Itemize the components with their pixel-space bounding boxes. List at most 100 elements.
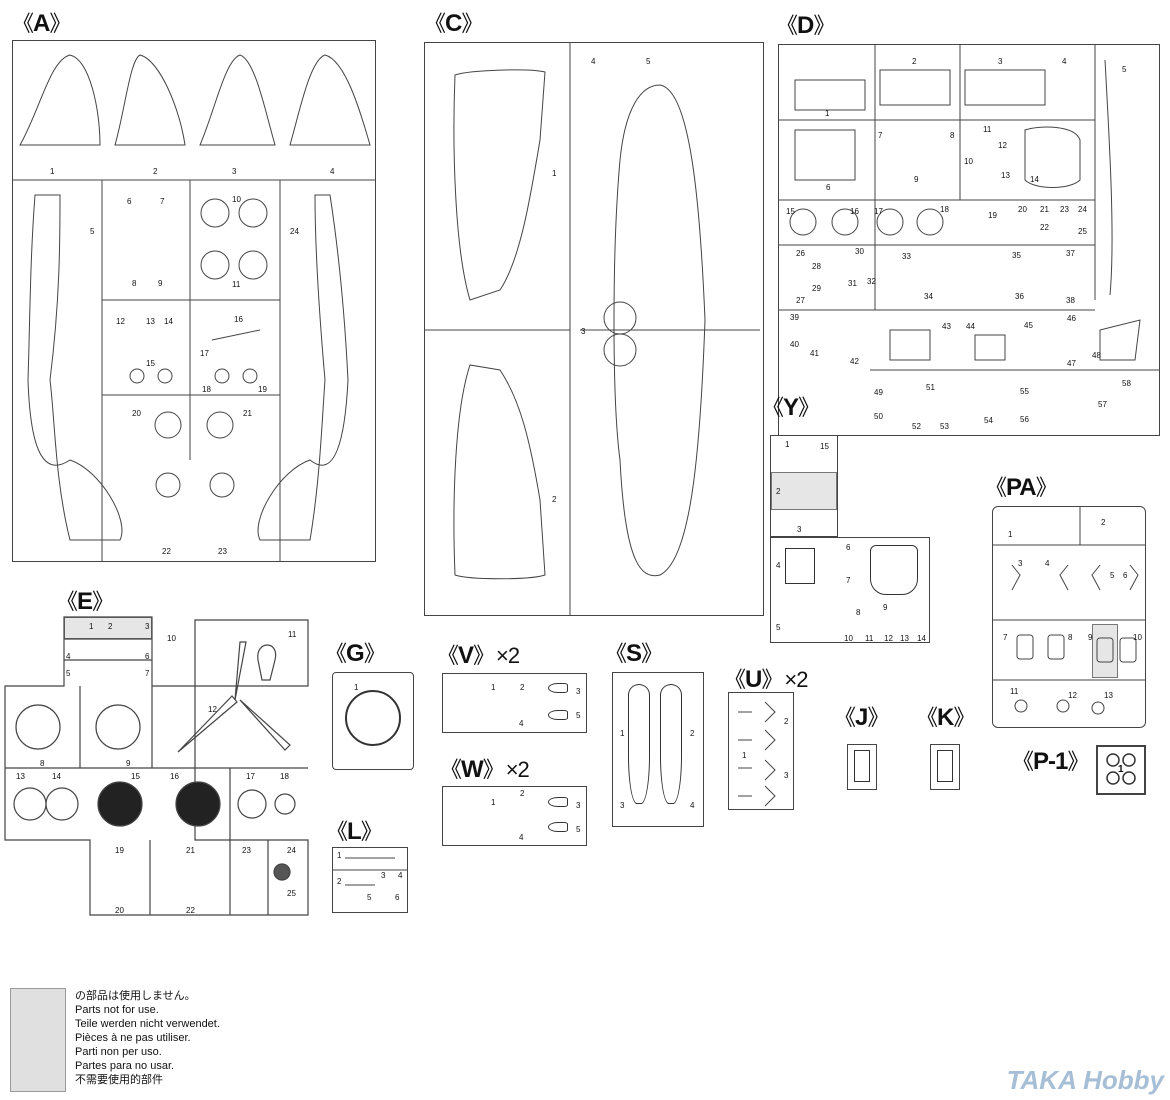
sprue-pa-part-12: 12 — [1068, 691, 1077, 700]
sprue-a-part-17: 17 — [200, 349, 209, 358]
sprue-d-part-37: 37 — [1066, 249, 1075, 258]
sprue-d-part-25: 25 — [1078, 227, 1087, 236]
sprue-d-part-35: 35 — [1012, 251, 1021, 260]
sprue-pa-part-13: 13 — [1104, 691, 1113, 700]
sprue-y-title: 《Y》 — [762, 394, 820, 421]
sprue-a-part-18: 18 — [202, 385, 211, 394]
sprue-a-part-3: 3 — [232, 167, 237, 176]
sprue-c-title: 《C》 — [424, 10, 483, 37]
sprue-pa-part-7: 7 — [1003, 633, 1008, 642]
sprue-y-part-1: 1 — [785, 440, 790, 449]
sprue-a-part-4: 4 — [330, 167, 335, 176]
sprue-pa-part-4: 4 — [1045, 559, 1050, 568]
sprue-e-part-22: 22 — [186, 906, 195, 915]
sprue-a-part-1: 1 — [50, 167, 55, 176]
sprue-a-part-22: 22 — [162, 547, 171, 556]
sprue-a-part-5: 5 — [90, 227, 95, 236]
sprue-v-frame — [442, 673, 587, 733]
sprue-y-part-3: 3 — [797, 525, 802, 534]
sprue-d-part-32: 32 — [867, 277, 876, 286]
sprue-d-part-17: 17 — [874, 207, 883, 216]
sprue-pa-title: 《PA》 — [985, 474, 1058, 501]
sprue-a-part-11: 11 — [232, 280, 241, 289]
legend-line-de: Teile werden nicht verwendet. — [75, 1018, 220, 1030]
sprue-d-part-42: 42 — [850, 357, 859, 366]
sprue-d-part-45: 45 — [1024, 321, 1033, 330]
sprue-k-title: 《K》 — [916, 704, 975, 731]
sprue-u-title: 《U》×2 — [724, 666, 808, 693]
sprue-d-part-7: 7 — [878, 131, 883, 140]
sprue-l-part-5: 5 — [367, 893, 372, 902]
sprue-v-part-4: 4 — [519, 719, 524, 728]
sprue-l-frame — [332, 847, 408, 913]
sprue-w-part-1: 1 — [491, 798, 496, 807]
sprue-v-part-1: 1 — [491, 683, 496, 692]
sprue-e-part-24: 24 — [287, 846, 296, 855]
sprue-g-part-1-shape — [345, 690, 401, 746]
sprue-y-part-5: 5 — [776, 623, 781, 632]
sprue-l-part-6: 6 — [395, 893, 400, 902]
sprue-e-part-20: 20 — [115, 906, 124, 915]
sprue-d-part-2: 2 — [912, 57, 917, 66]
sprue-pa-part-11: 11 — [1010, 687, 1019, 696]
sprue-d-part-3: 3 — [998, 57, 1003, 66]
sprue-e-part-2: 2 — [108, 622, 113, 631]
sprue-y-part-6: 6 — [846, 543, 851, 552]
sprue-d-part-26: 26 — [796, 249, 805, 258]
sprue-d-part-4: 4 — [1062, 57, 1067, 66]
sprue-a-part-24: 24 — [290, 227, 299, 236]
sprue-d-part-14: 14 — [1030, 175, 1039, 184]
sprue-d-part-11: 11 — [983, 125, 992, 134]
sprue-s-part-3: 3 — [620, 801, 625, 810]
sprue-a-frame — [12, 40, 376, 562]
legend-line-en: Parts not for use. — [75, 1004, 159, 1016]
sprue-a-part-23: 23 — [218, 547, 227, 556]
sprue-l-part-4: 4 — [398, 871, 403, 880]
sprue-y-part-11: 11 — [865, 634, 874, 643]
sprue-w-part-3-drop — [548, 797, 568, 807]
sprue-d-part-33: 33 — [902, 252, 911, 261]
sprue-v-part-2: 2 — [520, 683, 525, 692]
sprue-d-part-8: 8 — [950, 131, 955, 140]
sprue-e-part-10: 10 — [167, 634, 176, 643]
sprue-d-part-44: 44 — [966, 322, 975, 331]
sprue-s-part-1: 1 — [620, 729, 625, 738]
sprue-d-part-20: 20 — [1018, 205, 1027, 214]
sprue-pa-frame — [992, 506, 1146, 728]
sprue-d-part-58: 58 — [1122, 379, 1131, 388]
sprue-a-part-10: 10 — [232, 195, 241, 204]
sprue-l-title: 《L》 — [326, 818, 383, 845]
sprue-y-unused-region — [771, 472, 837, 510]
sprue-u-part-3: 3 — [784, 771, 789, 780]
sprue-e-part-9: 9 — [126, 759, 131, 768]
sprue-d-part-16: 16 — [850, 207, 859, 216]
sprue-s-title: 《S》 — [605, 640, 663, 667]
sprue-y-part-13: 13 — [900, 634, 909, 643]
sprue-d-part-49: 49 — [874, 388, 883, 397]
legend-line-es: Partes para no usar. — [75, 1060, 175, 1072]
sprue-y-part-10: 10 — [844, 634, 853, 643]
sprue-a-part-9: 9 — [158, 279, 163, 288]
sprue-d-part-1: 1 — [825, 109, 830, 118]
sprue-d-part-30: 30 — [855, 247, 864, 256]
sprue-l-part-2: 2 — [337, 877, 342, 886]
sprue-j-frame — [847, 744, 877, 790]
sprue-y-part-7: 7 — [846, 576, 851, 585]
sprue-c-part-1: 1 — [552, 169, 557, 178]
sprue-u-frame — [728, 692, 794, 810]
sprue-e-part-12: 12 — [208, 705, 217, 714]
sprue-c-frame — [424, 42, 764, 616]
sprue-y-part-4: 4 — [776, 561, 781, 570]
sprue-e-part-11: 11 — [288, 630, 297, 639]
sprue-e-part-16: 16 — [170, 772, 179, 781]
sprue-d-part-9: 9 — [914, 175, 919, 184]
sprue-d-part-12: 12 — [998, 141, 1007, 150]
sprue-w-frame — [442, 786, 587, 846]
sprue-pa-part-6: 6 — [1123, 571, 1128, 580]
sprue-s-part-4: 4 — [690, 801, 695, 810]
sprue-d-frame — [778, 44, 1160, 436]
sprue-d-part-53: 53 — [940, 422, 949, 431]
